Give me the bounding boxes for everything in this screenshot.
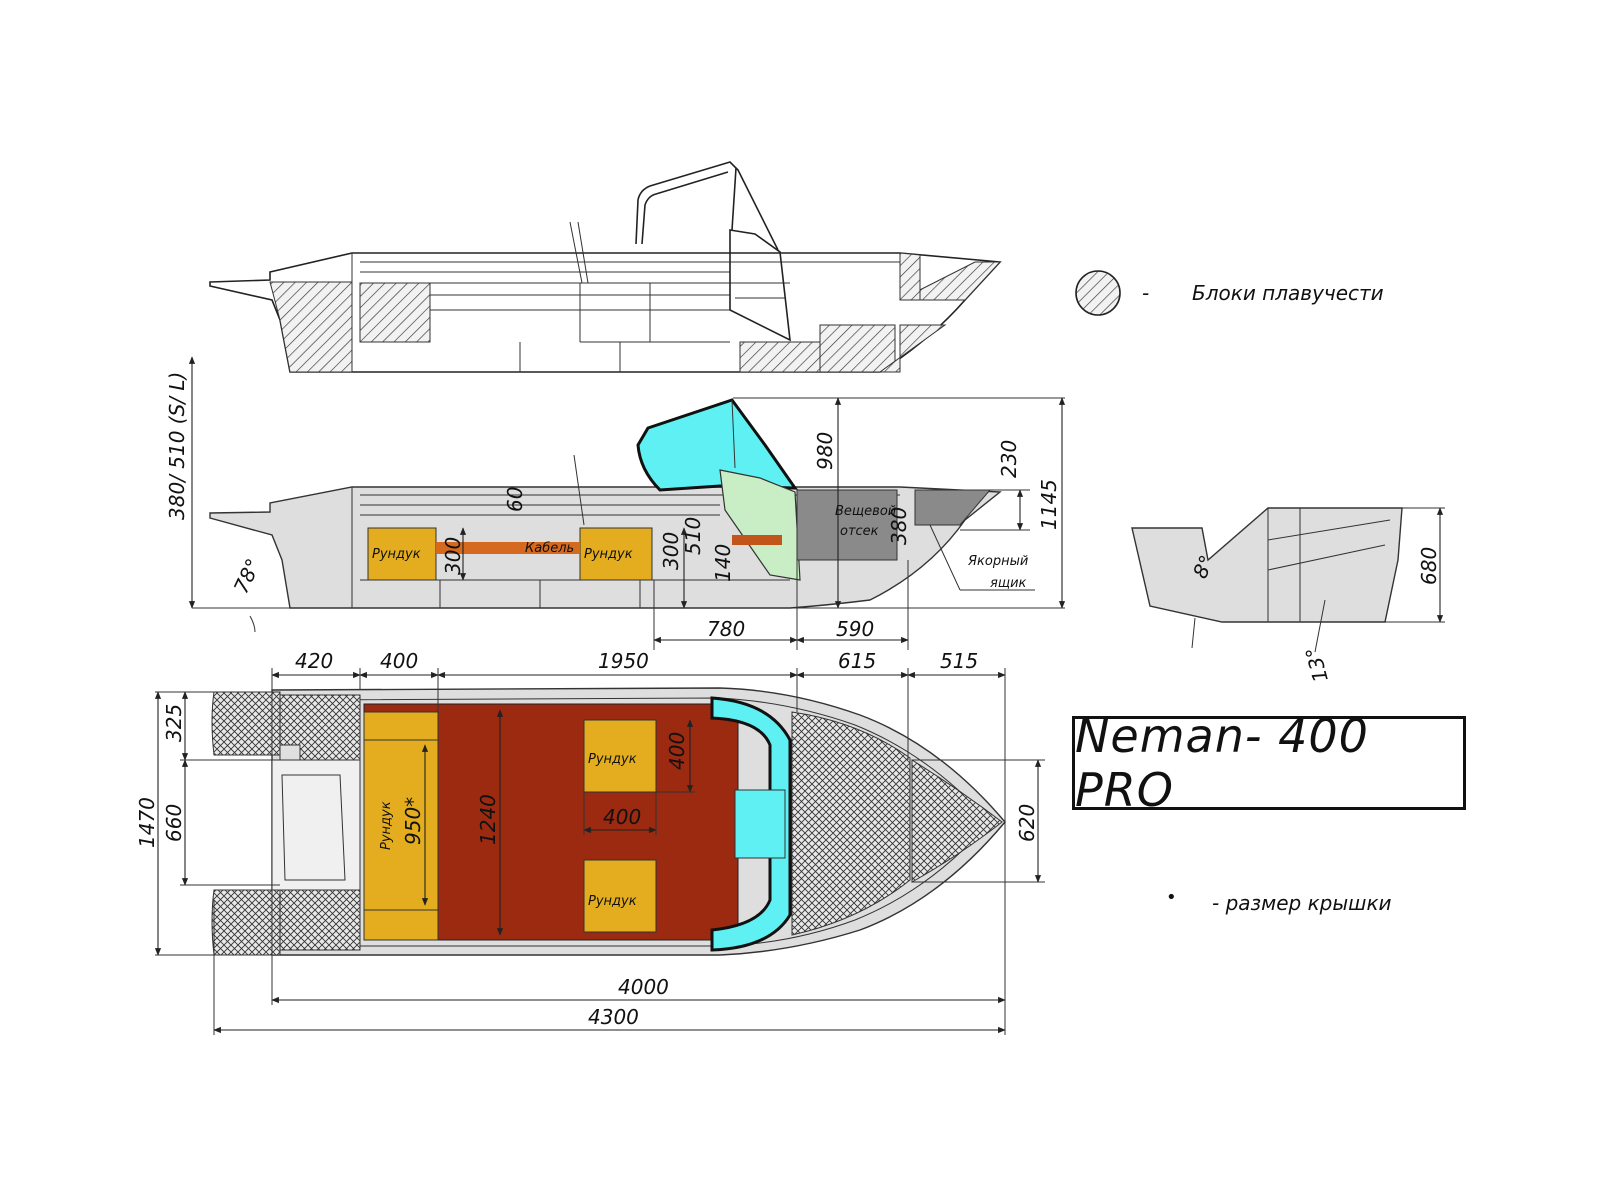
side-view-dimensions: Вещевой отсек Рундук Рундук Кабель Якорн… — [209, 398, 1035, 609]
rundyk-label-side2: Рундук — [584, 547, 633, 562]
dim-230: 230 — [997, 440, 1021, 478]
lid-marker: • — [1166, 887, 1177, 908]
console — [719, 469, 801, 581]
anchor-label1: Якорный — [967, 554, 1028, 569]
dim-top-420: 420 — [295, 649, 333, 673]
dim-top-400: 400 — [380, 649, 418, 673]
dim-400-horizontal: 400 — [603, 805, 641, 829]
dry-box-label2: отсек — [840, 524, 879, 539]
dim-1145: 1145 — [1037, 479, 1061, 530]
dim-bottom-4000: 4000 — [618, 975, 669, 999]
side-view-buoyancy — [209, 161, 1002, 373]
dim-left-1470: 1470 — [135, 797, 159, 848]
cross-section: 680 8° 13° — [1131, 507, 1445, 685]
dim-510: 510 — [681, 517, 705, 555]
buoyancy-legend-label: Блоки плавучести — [1192, 281, 1384, 305]
dry-box-label1: Вещевой — [835, 504, 896, 519]
buoyancy-legend-symbol — [1075, 270, 1121, 316]
dry-box — [796, 489, 898, 561]
dim-top-515: 515 — [940, 649, 978, 673]
anchor-label2: ящик — [990, 576, 1027, 591]
dim-top-1950: 1950 — [598, 649, 649, 673]
dim-top-615: 615 — [838, 649, 876, 673]
cable-label: Кабель — [525, 541, 574, 556]
dim-980: 980 — [813, 432, 837, 470]
dim-right-620: 620 — [1015, 804, 1039, 842]
dim-angle-13: 13° — [1300, 644, 1332, 684]
plan-view: Рундук Рундук Рундук 950* 1240 400 400 — [211, 687, 1006, 956]
legend-dash: - — [1142, 281, 1149, 305]
side-view-dim-lines: 380/ 510 (S/ L) 78° 300 60 300 510 140 9… — [165, 356, 1066, 650]
dim-300a: 300 — [441, 537, 465, 575]
rundyk-label-side1: Рундук — [372, 547, 421, 562]
dim-380: 380 — [887, 507, 911, 545]
lid-legend-label: - размер крышки — [1212, 891, 1392, 915]
model-title-box: Neman- 400 PRO — [1072, 709, 1466, 817]
dim-left-325: 325 — [162, 704, 186, 742]
storage-box-mid — [579, 527, 653, 581]
model-title: Neman- 400 PRO — [1075, 709, 1369, 817]
rundyk-box-1 — [583, 719, 657, 793]
dim-680: 680 — [1417, 547, 1441, 585]
rundyk-label-plan2: Рундук — [588, 894, 637, 909]
cable-channel — [436, 542, 580, 554]
dim-angle-78: 78° — [229, 555, 266, 597]
dim-950: 950* — [401, 797, 425, 845]
cable-channel-fwd — [732, 535, 782, 545]
dim-590: 590 — [836, 617, 874, 641]
rundyk-label-aft: Рундук — [379, 801, 394, 850]
dim-780: 780 — [707, 617, 745, 641]
dim-transom: 380/ 510 (S/ L) — [165, 372, 189, 520]
dim-left-660: 660 — [162, 804, 186, 842]
plan-dim-lines: 420 400 1950 615 515 325 660 1470 620 40… — [135, 649, 1045, 1035]
storage-box-aft — [367, 527, 437, 581]
dim-60: 60 — [503, 487, 527, 512]
dim-300b: 300 — [659, 532, 683, 570]
anchor-box — [914, 489, 992, 526]
plan-windshield — [710, 696, 792, 952]
dim-140: 140 — [711, 544, 735, 582]
dim-bottom-4300: 4300 — [588, 1005, 639, 1029]
dim-1240: 1240 — [476, 794, 500, 845]
rundyk-label-plan1: Рундук — [588, 752, 637, 767]
rundyk-box-2 — [583, 859, 657, 933]
windshield-glass — [636, 398, 798, 492]
dim-400-vertical: 400 — [665, 732, 689, 770]
